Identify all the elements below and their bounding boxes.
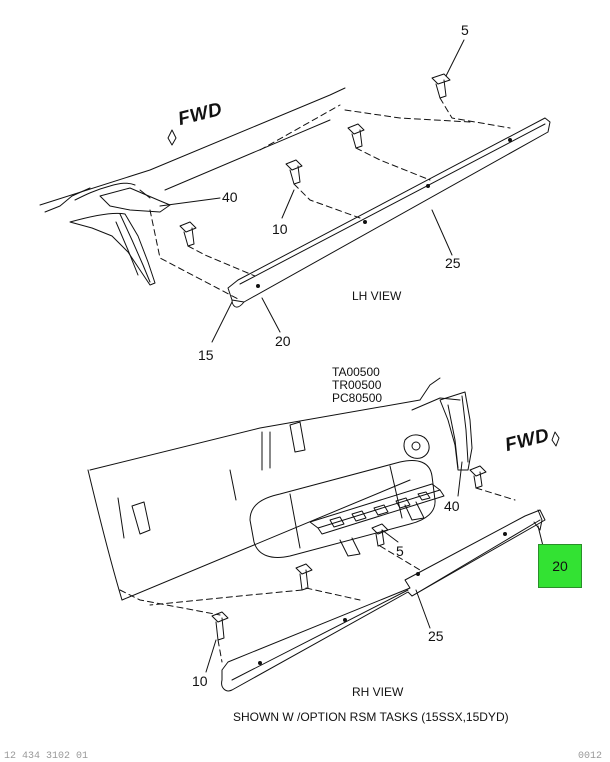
lh-bracket-5 bbox=[431, 73, 451, 99]
footer-left: 12 434 3102 01 bbox=[4, 751, 89, 762]
callout-5-bottom: 5 bbox=[396, 543, 404, 559]
leader-20-bottom bbox=[537, 525, 544, 547]
leader-25-top bbox=[431, 209, 453, 256]
rh-bracket-40 bbox=[469, 465, 487, 489]
callout-25-top: 25 bbox=[445, 255, 461, 271]
footer-right: 0012 bbox=[578, 751, 603, 762]
callout-15-top: 15 bbox=[198, 347, 214, 363]
rh-dashed-leaders bbox=[119, 487, 516, 663]
rh-bracket-5 bbox=[371, 523, 389, 547]
rh-step bbox=[309, 483, 445, 557]
rh-rear-fairing bbox=[439, 391, 473, 471]
leader-25-bottom bbox=[415, 589, 431, 629]
lh-body-outline bbox=[39, 87, 346, 213]
leader-20-top bbox=[261, 297, 281, 333]
lh-bracket-a bbox=[347, 123, 365, 149]
lh-dashed-leaders bbox=[149, 97, 511, 301]
lh-bracket-10 bbox=[285, 159, 303, 185]
callout-5-top: 5 bbox=[461, 22, 469, 38]
lh-side-skirt bbox=[227, 117, 551, 308]
code-2: PC80500 bbox=[332, 391, 383, 405]
fwd-arrow-icon-top bbox=[167, 129, 177, 146]
rh-bracket-10 bbox=[211, 611, 229, 641]
leader-40-top bbox=[159, 197, 221, 207]
lh-bracket-b bbox=[179, 221, 197, 247]
callout-40-top: 40 bbox=[222, 189, 238, 205]
code-0: TA00500 bbox=[332, 365, 380, 379]
callout-10-top: 10 bbox=[272, 221, 288, 237]
leader-15-top bbox=[211, 301, 233, 343]
lh-front-fender bbox=[69, 187, 171, 286]
rh-bracket-c bbox=[295, 563, 313, 591]
code-1: TR00500 bbox=[332, 378, 382, 392]
callout-20-top: 20 bbox=[275, 333, 291, 349]
leader-5-top bbox=[445, 39, 465, 77]
callout-40-bottom: 40 bbox=[444, 498, 460, 514]
leader-40-bottom bbox=[457, 461, 463, 497]
leader-5-bottom bbox=[381, 529, 399, 543]
callout-25-bottom: 25 bbox=[428, 628, 444, 644]
leader-10-top bbox=[281, 189, 295, 219]
option-caption: SHOWN W /OPTION RSM TASKS (15SSX,15DYD) bbox=[233, 710, 509, 724]
lh-view-label: LH VIEW bbox=[352, 289, 402, 303]
fwd-arrow-icon-bottom bbox=[551, 431, 560, 447]
rh-cab-body bbox=[87, 377, 461, 601]
callout-10-bottom: 10 bbox=[192, 673, 208, 689]
rh-side-skirt bbox=[221, 509, 546, 692]
leader-10-bottom bbox=[205, 639, 217, 673]
rh-view-label: RH VIEW bbox=[352, 685, 404, 699]
task-codes: TA00500 TR00500 PC80500 bbox=[332, 366, 382, 405]
callout-20-highlight[interactable]: 20 bbox=[538, 544, 582, 588]
rh-fuel-tank bbox=[249, 434, 436, 558]
